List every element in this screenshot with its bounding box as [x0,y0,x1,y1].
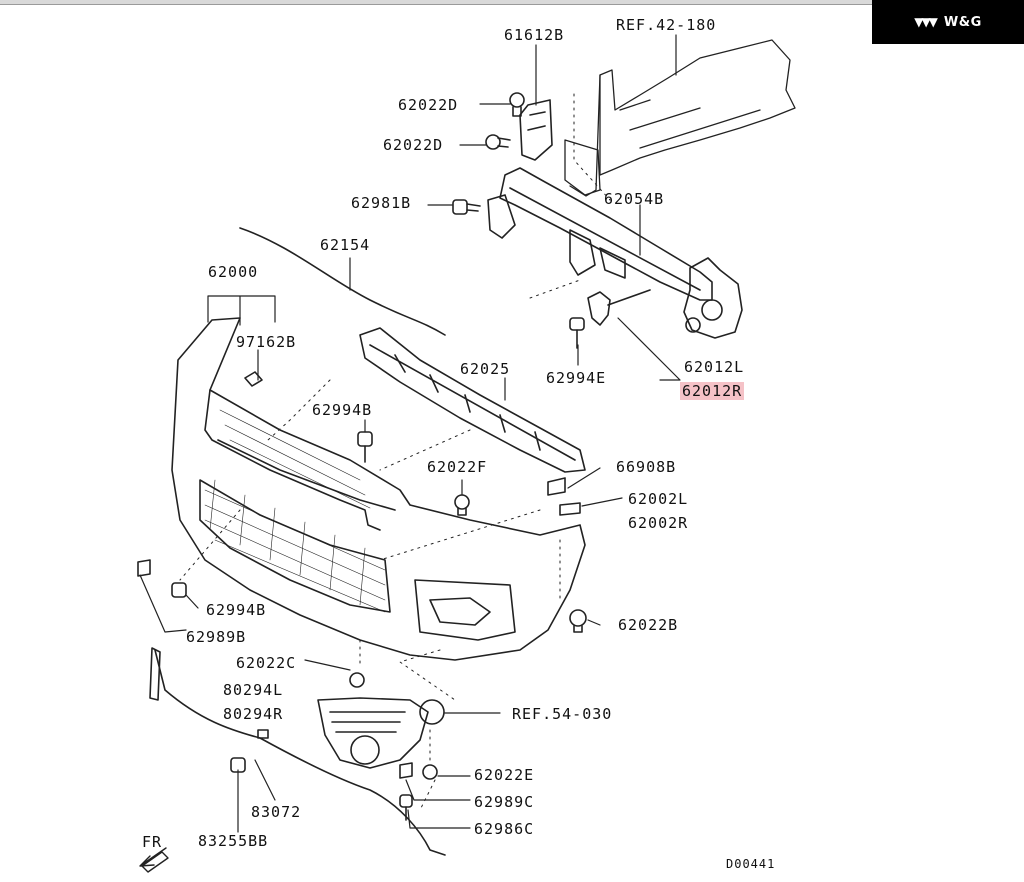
brand-logo-icon: ▼▼▼ [914,15,938,29]
clip-62989B [137,559,151,577]
clip-62022E [422,764,438,780]
clip-62989C [399,762,413,779]
grille-mesh [204,409,386,613]
label-80294R: 80294R [223,705,284,723]
label-62012L: 62012L [684,358,745,376]
label-80294L: 80294L [223,681,284,699]
brand-badge: ▼▼▼ W&G [872,0,1024,44]
absorber-62025 [359,327,586,473]
bracket-61612B [519,99,553,161]
bolt-62994B-b [171,582,187,598]
label-62022D-a: 62022D [398,96,459,114]
label-ref-42-180: REF.42-180 [616,16,717,34]
bolt-62994B-a [357,431,373,463]
fog-cover-80294 [317,697,429,769]
clip-66908B [547,477,566,496]
label-62022F: 62022F [427,458,488,476]
clip-62022C [349,672,365,688]
clip-62022D-b [485,134,511,150]
label-62022E: 62022E [474,766,535,784]
bracket-62012 [587,289,651,326]
label-66908B: 66908B [616,458,677,476]
clip-62002 [559,502,581,516]
top-rule-line [0,4,872,5]
clip-62022D-a [509,92,525,117]
label-61612B: 61612B [504,26,565,44]
clip-62022F [454,494,470,516]
label-62994E: 62994E [546,369,607,387]
top-rule [0,0,1024,5]
harness-83072 [149,647,446,856]
label-62994B-a: 62994B [312,401,373,419]
bolt-62986C [399,794,413,821]
bolt-62994E [569,317,585,349]
label-62986C: 62986C [474,820,535,838]
label-62012R: 62012R [680,382,745,400]
label-diagram-code: D00441 [726,857,776,871]
label-83072: 83072 [251,803,302,821]
clip-62022B [569,609,587,633]
label-62025: 62025 [460,360,511,378]
label-ref-54-030: REF.54-030 [512,705,613,723]
label-62000: 62000 [208,263,259,281]
strip-62154 [239,227,446,336]
label-62022C: 62022C [236,654,297,672]
label-62022B: 62022B [618,616,679,634]
fr-arrow-icon [139,847,169,873]
fog-lamp-ref54 [419,699,445,725]
label-97162B: 97162B [236,333,297,351]
phantom-lines [179,93,611,811]
label-62022D-b: 62022D [383,136,444,154]
label-62989B: 62989B [186,628,247,646]
reinforcement-62054B [487,167,743,339]
label-62002L: 62002L [628,490,689,508]
label-62994B-b: 62994B [206,601,267,619]
label-83255BB: 83255BB [198,832,269,850]
label-62054B: 62054B [604,190,665,208]
label-62981B: 62981B [351,194,412,212]
clip-97162B [244,371,263,387]
bolt-62981B [452,199,481,215]
leader-lines [139,34,681,833]
label-fr: FR [142,833,163,851]
label-62002R: 62002R [628,514,689,532]
label-62154: 62154 [320,236,371,254]
body-panel-ref42 [564,39,796,197]
label-62989C: 62989C [474,793,535,811]
brand-name: W&G [943,14,982,30]
